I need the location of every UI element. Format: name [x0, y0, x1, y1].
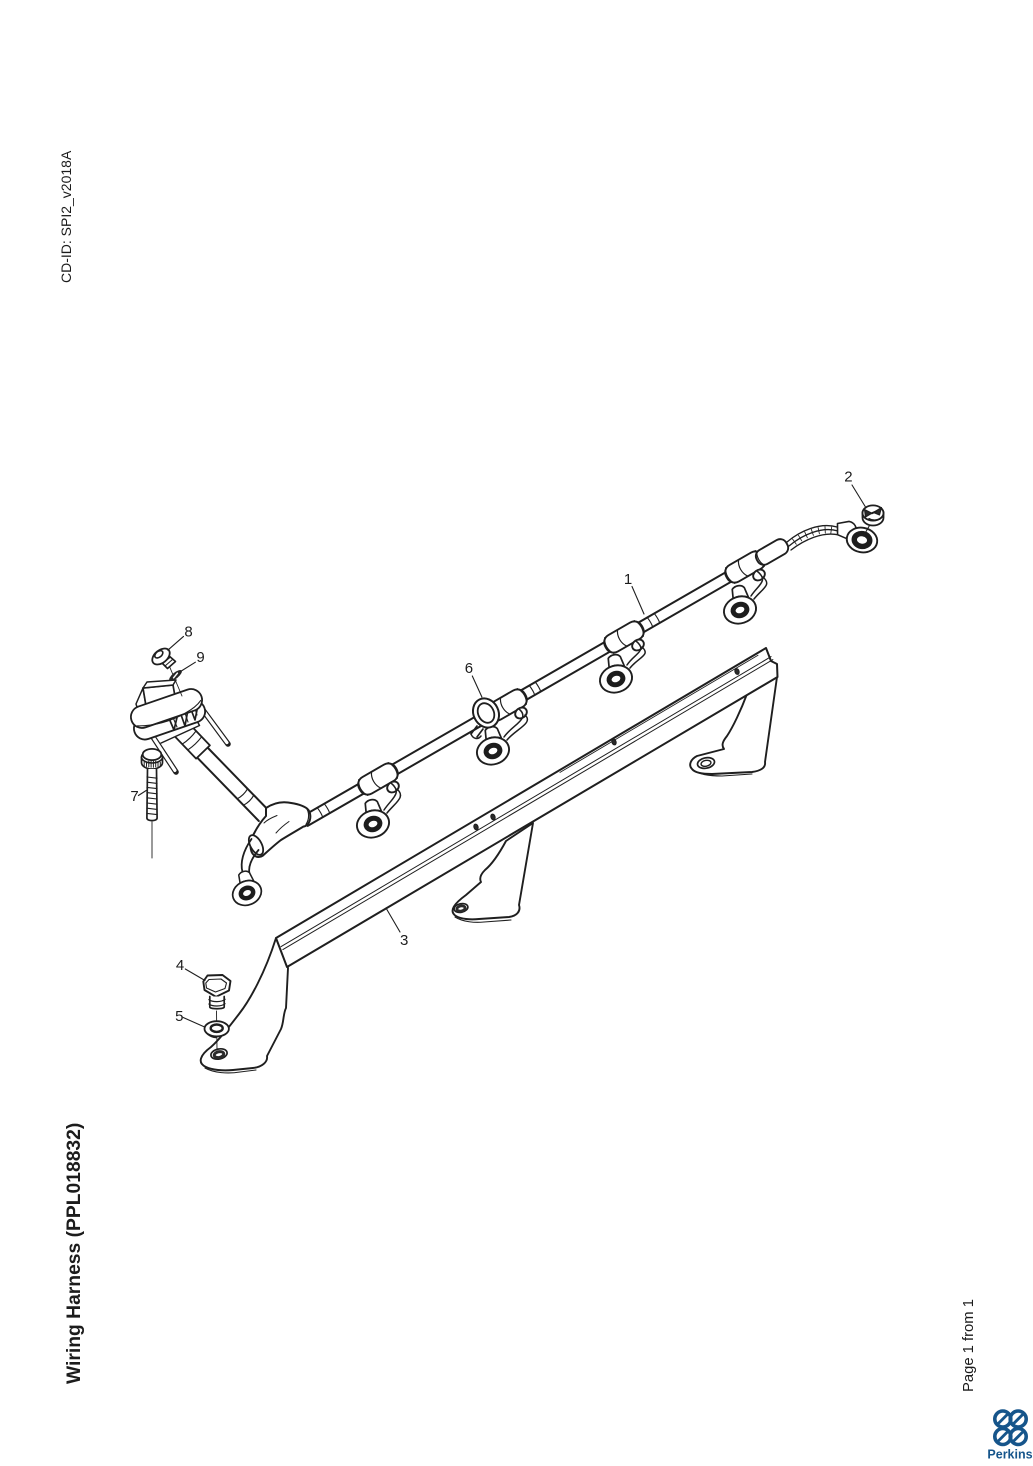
svg-text:3: 3: [400, 932, 408, 949]
svg-text:Wiring Harness (PPL018832): Wiring Harness (PPL018832): [64, 1123, 85, 1384]
svg-text:1: 1: [624, 571, 632, 588]
svg-text:Page 1 from 1: Page 1 from 1: [961, 1299, 977, 1392]
svg-text:2: 2: [844, 469, 852, 486]
svg-text:8: 8: [184, 624, 192, 641]
svg-text:Perkins: Perkins: [987, 1448, 1032, 1462]
svg-text:9: 9: [196, 649, 204, 666]
svg-text:7: 7: [130, 788, 138, 805]
svg-text:CD-ID: SPI2_v2018A: CD-ID: SPI2_v2018A: [58, 150, 74, 283]
svg-text:5: 5: [175, 1008, 183, 1025]
svg-text:4: 4: [176, 957, 184, 974]
svg-text:6: 6: [465, 660, 473, 677]
